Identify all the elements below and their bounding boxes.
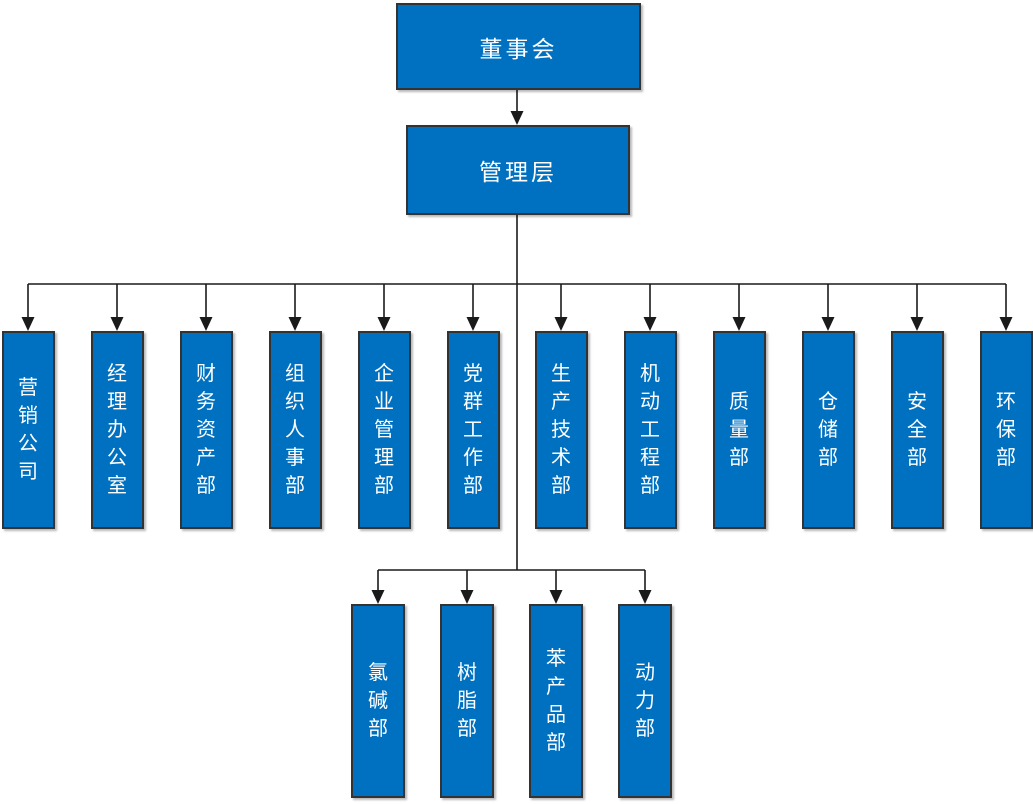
- org-node-label: 企业管理部: [374, 363, 394, 497]
- org-node-label: 经理办公室: [107, 363, 127, 497]
- org-node-label: 营销公司: [18, 377, 38, 483]
- org-node-department: 企业管理部: [357, 331, 411, 529]
- org-node-department: 机动工程部: [623, 331, 677, 529]
- org-node-board-label: 董事会: [479, 36, 558, 62]
- org-node-production-unit: 树脂部: [440, 604, 494, 798]
- org-node-label: 仓储部: [818, 391, 838, 469]
- org-node-label: 党群工作部: [463, 363, 483, 497]
- org-node-department: 生产技术部: [534, 331, 588, 529]
- org-node-management-label: 管理层: [479, 160, 557, 185]
- org-node-department: 经理办公室: [90, 331, 144, 529]
- org-node-label: 机动工程部: [640, 363, 660, 497]
- org-node-label: 环保部: [996, 391, 1016, 469]
- org-node-department: 环保部: [979, 331, 1033, 529]
- org-node-department: 营销公司: [1, 331, 55, 529]
- org-node-label: 生产技术部: [551, 363, 571, 497]
- org-node-management: 管理层: [406, 125, 630, 215]
- org-node-label: 质量部: [729, 391, 749, 469]
- org-node-label: 氯碱部: [368, 662, 388, 740]
- org-node-label: 组织人事部: [285, 363, 305, 497]
- org-node-label: 安全部: [907, 391, 927, 469]
- org-node-label: 苯产品部: [546, 648, 566, 754]
- org-node-board: 董事会: [396, 3, 641, 90]
- org-node-department: 党群工作部: [446, 331, 500, 529]
- org-node-label: 树脂部: [457, 662, 477, 740]
- org-node-production-unit: 苯产品部: [529, 604, 583, 798]
- org-node-department: 仓储部: [801, 331, 855, 529]
- org-node-production-unit: 氯碱部: [351, 604, 405, 798]
- org-node-label: 财务资产部: [196, 363, 216, 497]
- org-node-label: 动力部: [635, 662, 655, 740]
- org-node-department: 组织人事部: [268, 331, 322, 529]
- org-node-production-unit: 动力部: [618, 604, 672, 798]
- org-node-department: 质量部: [712, 331, 766, 529]
- org-node-department: 财务资产部: [179, 331, 233, 529]
- org-node-department: 安全部: [890, 331, 944, 529]
